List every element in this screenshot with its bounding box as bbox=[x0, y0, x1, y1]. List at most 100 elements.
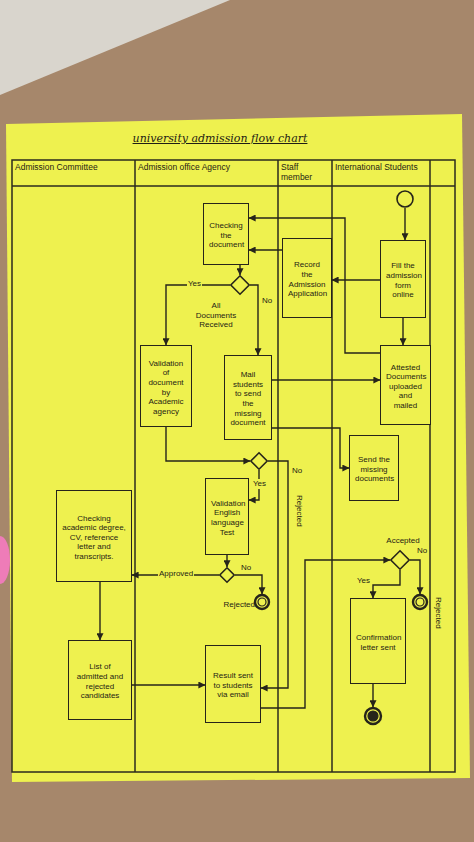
flow-arrow bbox=[226, 555, 227, 567]
flow-arrow bbox=[132, 684, 205, 685]
shape-label: All Documents Received bbox=[190, 298, 242, 330]
flow-arrow bbox=[272, 428, 349, 468]
swimlane: Checking the documentAll Documents Recei… bbox=[135, 160, 278, 772]
circle-outline bbox=[396, 190, 414, 208]
diamond-shape bbox=[231, 276, 249, 294]
box-label: Record the Admission Application bbox=[285, 257, 329, 298]
paper-sheet bbox=[6, 114, 470, 782]
process-box: Confirmation letter sent bbox=[350, 598, 406, 684]
flow-arrow bbox=[235, 575, 262, 594]
process-box: Result sent to students via email bbox=[205, 645, 261, 723]
circle-shape bbox=[397, 191, 413, 207]
process-box: Checking academic degree, CV, reference … bbox=[56, 490, 132, 582]
flow-arrow bbox=[373, 570, 400, 598]
swimlane: Checking academic degree, CV, reference … bbox=[12, 160, 135, 772]
circle-shape bbox=[365, 708, 381, 724]
flow-arrow bbox=[372, 684, 373, 707]
edge-label: No bbox=[240, 563, 252, 573]
box-label: Validation of document by Academic agenc… bbox=[143, 356, 189, 417]
diamond-outline bbox=[390, 550, 410, 570]
flow-arrow bbox=[239, 265, 240, 275]
edge-label: Yes bbox=[252, 479, 267, 489]
lane-header: Admission Committee bbox=[12, 160, 135, 173]
chart-title: university admission flow chart bbox=[110, 132, 330, 145]
box-label: Attested Documents uploaded and mailed bbox=[383, 360, 428, 411]
note-label: Rejected bbox=[294, 495, 304, 527]
edge-label: No bbox=[261, 296, 273, 306]
flow-arrow bbox=[404, 208, 405, 240]
box-label: Validation English language Test bbox=[208, 496, 246, 537]
flow-arrow bbox=[402, 318, 403, 345]
flow-arrow bbox=[272, 379, 380, 380]
flow-arrow bbox=[332, 279, 380, 280]
diamond-shape bbox=[251, 453, 267, 469]
box-label: Mail students to send the missing docume… bbox=[227, 367, 269, 428]
circle-outline bbox=[254, 594, 270, 610]
edge-label: Yes bbox=[356, 576, 371, 586]
circle-shape bbox=[255, 595, 269, 609]
lane-header: Admission office Agency bbox=[135, 160, 278, 173]
swimlane: Fill the admission form onlineAttested D… bbox=[332, 160, 430, 772]
edge-label: No bbox=[291, 466, 303, 476]
diamond-outline bbox=[250, 452, 268, 470]
box-label: Confirmation letter sent bbox=[353, 630, 403, 652]
wall bbox=[0, 0, 230, 95]
terminal-circle bbox=[364, 707, 382, 725]
flow-arrow bbox=[250, 285, 258, 355]
circle-outline bbox=[364, 707, 382, 725]
diamond-shape bbox=[220, 568, 234, 582]
terminal-circle bbox=[396, 190, 414, 208]
process-box: Record the Admission Application bbox=[282, 238, 332, 318]
box-label: Send the missing documents bbox=[352, 452, 396, 484]
decision-diamond: Accepted bbox=[390, 550, 410, 570]
process-box: Fill the admission form online bbox=[380, 240, 426, 318]
circle-outline bbox=[412, 594, 428, 610]
box-label: List of admitted and rejected candidates bbox=[71, 659, 129, 700]
decision-diamond bbox=[219, 567, 235, 583]
lane-header: International Students bbox=[332, 160, 430, 173]
circle-inner bbox=[258, 598, 266, 606]
swimlane: Record the Admission Application Staff me… bbox=[278, 160, 332, 772]
flow-arrow bbox=[99, 582, 100, 640]
lane-separator bbox=[277, 160, 279, 772]
circle-inner bbox=[368, 711, 378, 721]
header-rule bbox=[12, 185, 455, 187]
shape-label: Rejected bbox=[212, 597, 258, 610]
diamond-shape bbox=[391, 551, 409, 569]
flow-arrow bbox=[249, 249, 282, 250]
edge-label: No bbox=[416, 546, 428, 556]
decision-diamond: All Documents Received bbox=[230, 275, 250, 295]
lane-header: Staff member bbox=[278, 160, 332, 183]
terminal-circle: Rejected bbox=[254, 594, 270, 610]
process-box: Attested Documents uploaded and mailed bbox=[380, 345, 431, 425]
flow-arrow bbox=[261, 461, 288, 688]
shape-label: Rejected bbox=[433, 594, 446, 632]
lane-frame bbox=[12, 160, 455, 772]
circle-shape bbox=[413, 595, 427, 609]
process-box: Mail students to send the missing docume… bbox=[224, 355, 272, 440]
shape-label: Accepted bbox=[382, 533, 424, 546]
lane-separator bbox=[429, 160, 431, 772]
box-label: Fill the admission form online bbox=[383, 258, 423, 299]
circle-inner bbox=[416, 598, 424, 606]
terminal-circle: Rejected bbox=[412, 594, 428, 610]
diamond-outline bbox=[230, 275, 250, 295]
process-box: Checking the document bbox=[203, 203, 249, 265]
decision-diamond bbox=[250, 452, 268, 470]
process-box: Validation of document by Academic agenc… bbox=[140, 345, 192, 427]
diamond-outline bbox=[219, 567, 235, 583]
lane-separator bbox=[134, 160, 136, 772]
process-box: Send the missing documents bbox=[349, 435, 399, 501]
box-label: Checking academic degree, CV, reference … bbox=[59, 511, 129, 562]
flow-arrow bbox=[249, 218, 380, 353]
box-label: Checking the document bbox=[206, 218, 246, 250]
process-box: List of admitted and rejected candidates bbox=[68, 640, 132, 720]
edge-label: Yes bbox=[187, 279, 202, 289]
box-label: Result sent to students via email bbox=[208, 668, 258, 700]
flow-arrow bbox=[410, 560, 420, 594]
process-box: Validation English language Test bbox=[205, 478, 249, 555]
finger bbox=[0, 536, 10, 584]
edge-label: Approved bbox=[158, 569, 194, 579]
